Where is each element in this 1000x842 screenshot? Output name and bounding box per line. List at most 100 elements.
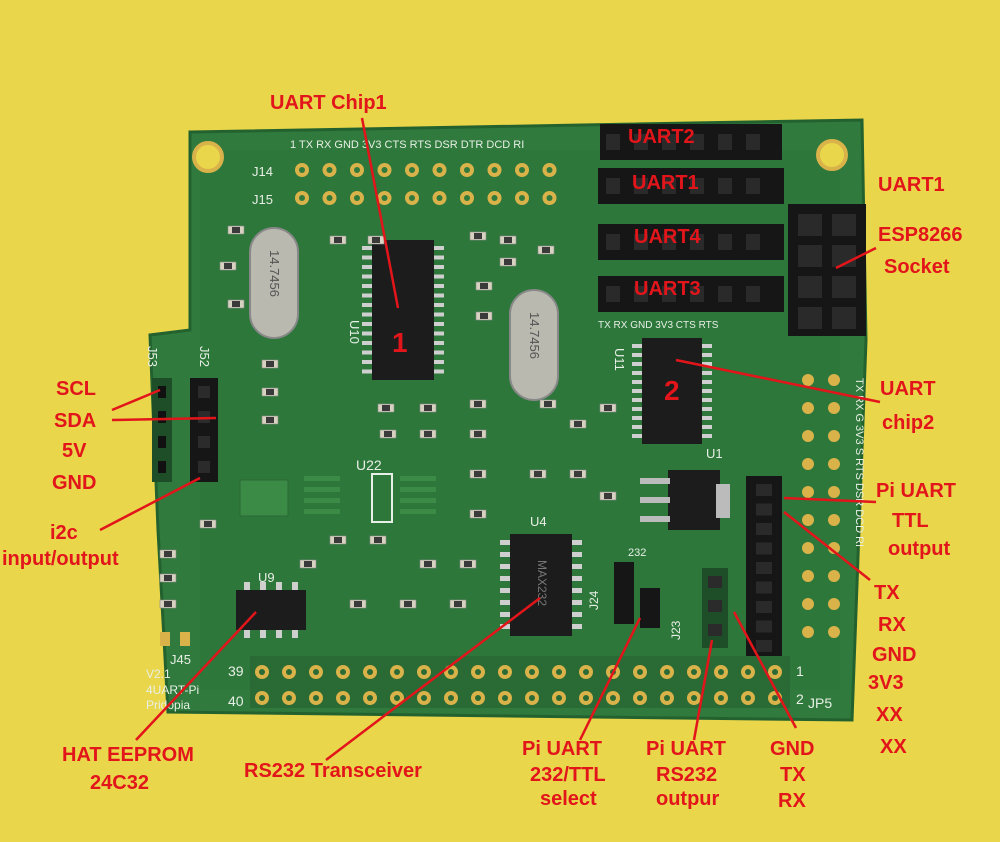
smd-body (534, 471, 542, 477)
smd-body (424, 405, 432, 411)
j45-pad-1 (160, 632, 170, 646)
chip-pin (260, 630, 266, 638)
socket-hole (690, 286, 704, 302)
gpio-pad-hole (691, 669, 697, 675)
chip-pin (632, 425, 642, 429)
smd-body (480, 283, 488, 289)
chip-pin (362, 246, 372, 250)
label-rs232: RS232 Transceiver (244, 760, 422, 782)
socket-holes (606, 134, 760, 302)
uart-chip-1: 1 (362, 240, 444, 380)
u22-outline (371, 473, 393, 523)
socket-hole (746, 286, 760, 302)
gpio-pad-hole (745, 695, 751, 701)
gpio-pad-hole (340, 669, 346, 675)
chip-pin (362, 322, 372, 326)
silk-pin40: 40 (228, 693, 244, 709)
label-gnd-left: GND (52, 472, 97, 494)
chip-pin (434, 265, 444, 269)
smd-body (474, 431, 482, 437)
chip-pin (276, 582, 282, 590)
right-pad (828, 486, 840, 498)
label-i2c: i2c (50, 522, 78, 544)
gpio-pad-hole (583, 695, 589, 701)
pi-ttl-header-holes (756, 484, 772, 672)
crystal-1-label: 14.7456 (267, 250, 282, 297)
silk-232: 232 (628, 547, 646, 559)
i2c-pin (198, 461, 210, 473)
label-rs232out-1: Pi UART (646, 738, 726, 760)
smd-body (374, 537, 382, 543)
u22-pad (304, 498, 340, 503)
gpio-pad-hole (583, 669, 589, 675)
chip-pin (632, 434, 642, 438)
smd-body (384, 431, 392, 437)
rs232-output-pin-dots (708, 576, 722, 636)
header-pad-hole (519, 195, 525, 201)
socket-hole (690, 234, 704, 250)
smd-body (334, 537, 342, 543)
i2c-pin (158, 386, 166, 398)
right-pads (802, 374, 840, 638)
smd-body (424, 431, 432, 437)
chip-pin (702, 353, 712, 357)
socket-hole (606, 178, 620, 194)
silk-brand1: 4UART-Pi (146, 683, 199, 697)
chip-pin (434, 284, 444, 288)
smd-body (304, 561, 312, 567)
chip-pin (434, 360, 444, 364)
socket-hole (662, 286, 676, 302)
gpio-pad-hole (475, 695, 481, 701)
socket-hole (690, 134, 704, 150)
uart-chip-1-pins (362, 246, 444, 374)
socket-hole (798, 307, 822, 329)
chip-pin (292, 630, 298, 638)
line-i2c (99, 476, 201, 532)
chip-pin (434, 312, 444, 317)
u22-pad (400, 498, 436, 503)
right-pad (828, 514, 840, 526)
gpio-pad-hole (421, 669, 427, 675)
label-select-2: 232/TTL (530, 764, 606, 786)
socket-hole (798, 276, 822, 298)
chip-pin (362, 293, 372, 298)
chip-pin (702, 398, 712, 402)
chip-pin (362, 341, 372, 345)
label-gtr-gnd: GND (770, 738, 815, 760)
rs232-pin (708, 600, 722, 612)
label-3v3-right: 3V3 (868, 672, 904, 694)
label-xx-2: XX (880, 736, 907, 758)
label-rs232out-3: outpur (656, 788, 720, 810)
chip-pin (632, 389, 642, 393)
i2c-pin (158, 411, 166, 423)
socket-hole (756, 503, 772, 516)
label-uart3: UART3 (634, 278, 701, 300)
chip-pin (702, 371, 712, 375)
chip-pin (362, 331, 372, 336)
label-select-3: select (540, 788, 597, 810)
smd-body (504, 237, 512, 243)
esp8266-socket (788, 204, 866, 336)
gpio-pad-hole (772, 669, 778, 675)
rs232-output-pins (702, 568, 728, 648)
header-pad-hole (436, 167, 443, 173)
socket-hole (756, 562, 772, 574)
chip-pin (632, 416, 642, 420)
right-pad (802, 374, 814, 386)
gpio-pad-hole (367, 695, 373, 701)
gpio-pad-hole (286, 669, 292, 675)
rs232-pin (708, 624, 722, 636)
gpio-pad-hole (448, 695, 454, 701)
annotation-lines (99, 117, 881, 761)
chip-pin (632, 380, 642, 384)
smd-body (164, 551, 172, 557)
gpio-pad-hole (502, 669, 508, 675)
crystal-1: 14.7456 (249, 227, 299, 339)
socket-hole (718, 286, 732, 302)
i2c-header (152, 378, 218, 482)
socket-hole (634, 286, 648, 302)
socket-hole (634, 134, 648, 150)
socket-hole (690, 178, 704, 194)
gpio-pad-hole (313, 695, 319, 701)
gpio-pad-hole (610, 695, 616, 701)
